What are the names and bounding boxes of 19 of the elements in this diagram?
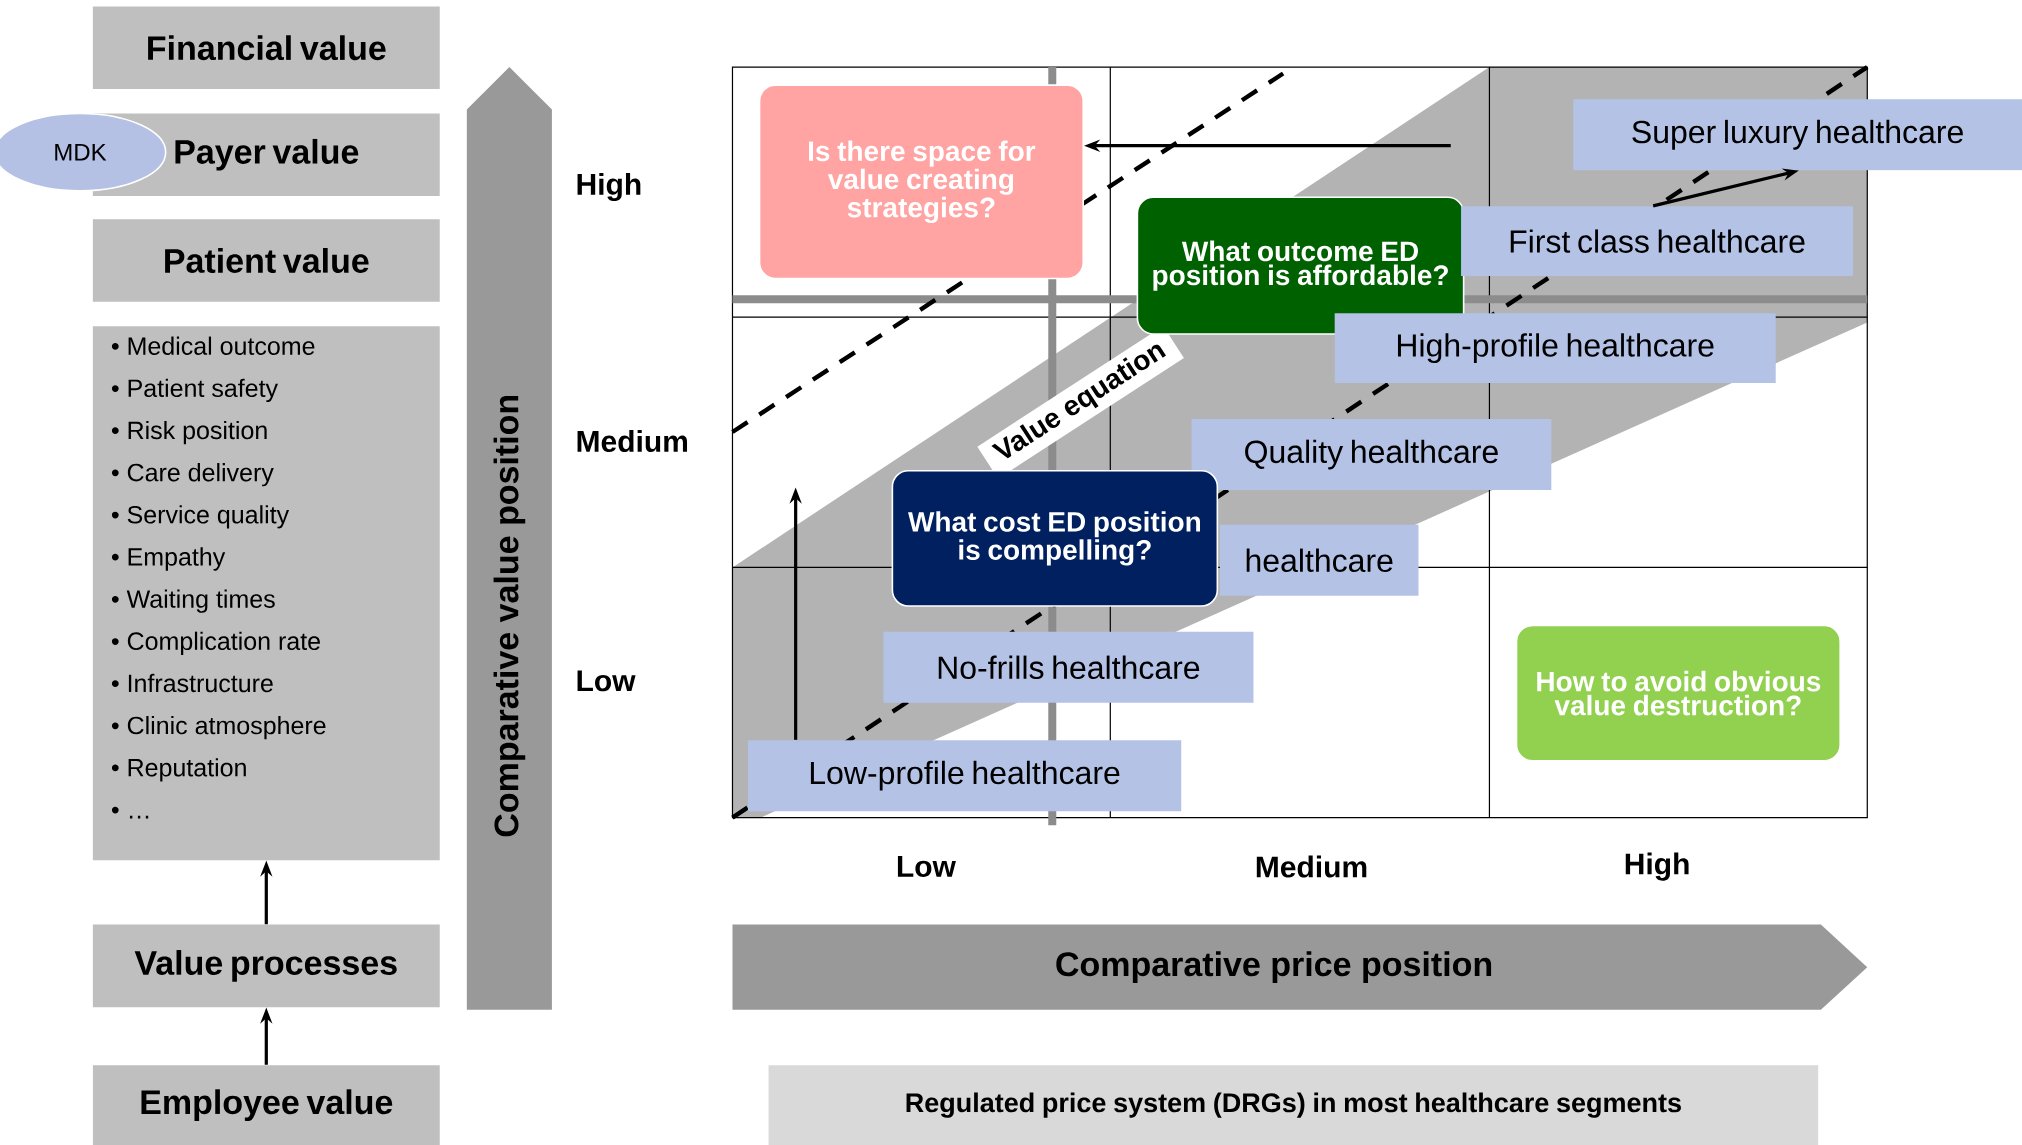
criteria-list-box: • Medical outcome • Patient safety • Risk position • Care delivery • Service quality • Empathy • Waiting times • Complication rate • Infrastructure • Clinic atmosphere • Reputation • …: [92, 326, 440, 861]
axis-label: Medium: [1256, 855, 1367, 878]
value-box: Patient value: [92, 219, 440, 302]
segment-label: Low-profile healthcare: [747, 740, 1182, 812]
note-band: Regulated price system (DRGs) in most healthcare segments: [768, 1065, 1819, 1145]
value-box: Value processes: [92, 924, 440, 1008]
segment-label: No-frills healthcare: [883, 631, 1254, 703]
segment-label: Quality healthcare: [1191, 419, 1552, 490]
axis-label: Low: [897, 856, 956, 877]
value-box: Employee value: [92, 1065, 440, 1145]
question-box: What cost ED position is compelling?: [891, 469, 1219, 607]
segment-label: healthcare: [1219, 524, 1419, 596]
segment-label: High-profile healthcare: [1334, 313, 1776, 383]
segment-label: First class healthcare: [1461, 206, 1854, 276]
axis-label: High: [1625, 852, 1689, 881]
value-box: Financial value: [92, 6, 440, 89]
question-box: How to avoid obvious value destruction?: [1515, 624, 1841, 762]
segment-label: Super luxury healthcare: [1573, 99, 2022, 171]
question-box: Is there space for value creating strategies?: [758, 84, 1084, 280]
